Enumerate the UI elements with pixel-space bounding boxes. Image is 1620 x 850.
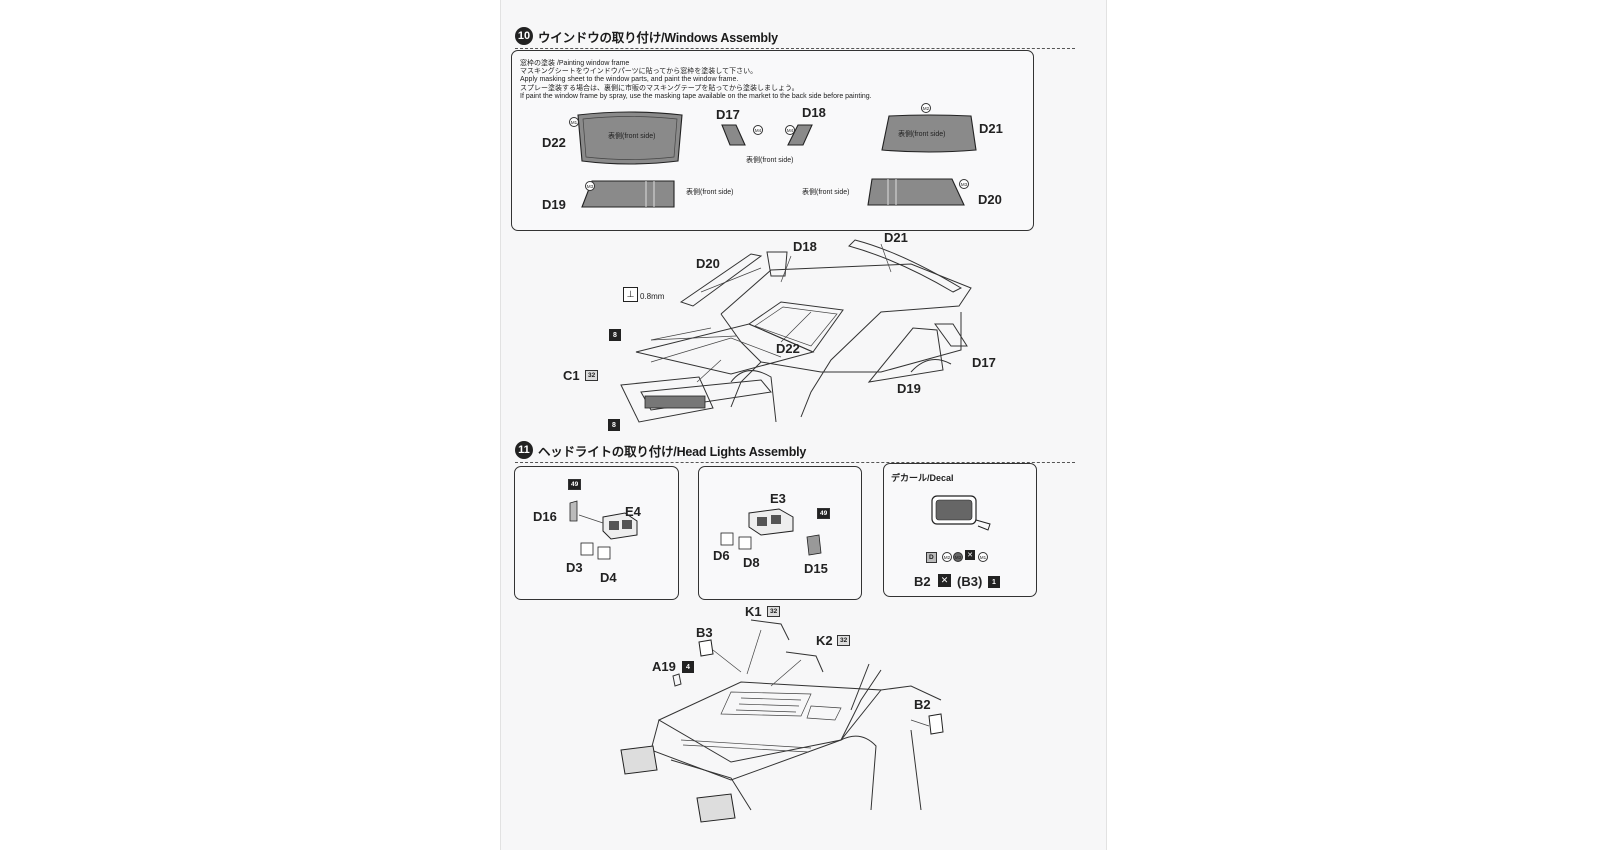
glue-tag-lower: 8 [608, 419, 620, 431]
d22-windshield-drawing [577, 111, 683, 165]
d17-small-window-drawing [721, 124, 746, 146]
step-number-11: 11 [515, 441, 533, 459]
section-10-header: 10 ウインドウの取り付け/Windows Assembly [515, 24, 1075, 49]
d21-front-side-label: 表側(front side) [898, 131, 946, 138]
d17-circle-code: M4 [753, 125, 763, 135]
label-k1: K1 [745, 604, 762, 619]
d16-paint-code: 49 [568, 479, 582, 490]
d18-circle-code: M4 [785, 125, 795, 135]
a19-paint-tag: 4 [682, 661, 694, 673]
body-label-d20: D20 [696, 256, 720, 271]
label-d20: D20 [978, 192, 1002, 207]
d19-front-side-label: 表側(front side) [686, 189, 734, 196]
label-e4: E4 [625, 504, 641, 519]
decal-x-icon: ✕ [965, 550, 975, 560]
decal-code-m1: M1 [978, 552, 988, 562]
drill-icon: ⊥ [623, 287, 638, 302]
window-frame-paint-box: 窓枠の塗装 /Painting window frame マスキングシートをウイ… [511, 50, 1034, 231]
label-d21: D21 [979, 121, 1003, 136]
label-a19: A19 [652, 659, 676, 674]
car-body-windows-drawing [620, 239, 972, 423]
d20-circle-code: M3 [959, 179, 969, 189]
headlight-right-parts-drawing [720, 508, 822, 556]
note-line-3: Apply masking sheet to the window parts,… [520, 76, 739, 84]
decal-code-d: D [926, 552, 937, 563]
d21-rear-window-drawing [881, 114, 977, 153]
label-d15: D15 [804, 561, 828, 576]
decal-label-b2: B2 [914, 574, 931, 589]
section-11-header: 11 ヘッドライトの取り付け/Head Lights Assembly [515, 438, 1075, 463]
label-k2: K2 [816, 633, 833, 648]
painting-notes: 窓枠の塗装 /Painting window frame マスキングシートをウイ… [520, 60, 872, 101]
d19-side-window-drawing [581, 180, 675, 208]
label-d4: D4 [600, 570, 617, 585]
headlight-left-parts-drawing [569, 500, 638, 560]
body-label-d19: D19 [897, 381, 921, 396]
d22-front-side-label: 表側(front side) [608, 133, 656, 140]
decal-title: デカール/Decal [891, 473, 954, 483]
decal-code-m2: M2 [942, 552, 952, 562]
body-label-d18: D18 [793, 239, 817, 254]
d19-circle-code: M3 [585, 181, 595, 191]
d18-small-window-drawing [787, 124, 813, 146]
d17-d18-front-side-label: 表側(front side) [746, 157, 794, 164]
k1-paint-code: 32 [767, 606, 781, 617]
note-line-5: If paint the window frame by spray, use … [520, 92, 872, 100]
car-front-assembly-drawing [620, 619, 944, 823]
label-d19: D19 [542, 197, 566, 212]
decal-label-b3: (B3) [957, 574, 983, 589]
label-b3: B3 [696, 625, 713, 640]
label-d17: D17 [716, 107, 740, 122]
d20-front-side-label: 表側(front side) [802, 189, 850, 196]
label-d6: D6 [713, 548, 730, 563]
note-line-2: マスキングシートをウインドウパーツに貼ってから窓枠を塗装して下さい。 [520, 68, 758, 76]
body-label-d22: D22 [776, 341, 800, 356]
section-10-title: ウインドウの取り付け/Windows Assembly [538, 30, 778, 45]
decal-box: デカール/Decal D M2 M3 ✕ M1 B2 ✕ (B3) 1 [883, 463, 1037, 597]
note-line-4: スプレー塗装する場合は、裏側に市販のマスキングテープを貼ってから塗装しましょう。 [520, 84, 799, 92]
section-11-title: ヘッドライトの取り付け/Head Lights Assembly [538, 444, 807, 459]
k2-paint-code: 32 [837, 635, 851, 646]
label-e3: E3 [770, 491, 786, 506]
mirror-decal-drawing [931, 495, 991, 531]
instruction-sheet: 10 ウインドウの取り付け/Windows Assembly 窓枠の塗装 /Pa… [500, 0, 1107, 850]
c1-paint-code: 32 [585, 370, 599, 381]
label-d18: D18 [802, 105, 826, 120]
label-d3: D3 [566, 560, 583, 575]
decal-one-tag: 1 [988, 576, 1000, 588]
glue-tag-upper: 8 [609, 329, 621, 341]
label-b2: B2 [914, 697, 931, 712]
label-d16: D16 [533, 509, 557, 524]
d21-circle-code: M2 [921, 103, 931, 113]
headlight-box-left: 49 D16 E4 D3 D4 [514, 466, 679, 600]
body-label-d21: D21 [884, 230, 908, 245]
body-label-d17: D17 [972, 355, 996, 370]
label-d22: D22 [542, 135, 566, 150]
d22-circle-code: M1 [569, 117, 579, 127]
label-d8: D8 [743, 555, 760, 570]
step-number-10: 10 [515, 27, 533, 45]
decal-code-m3: M3 [953, 552, 963, 562]
d15-paint-code: 49 [817, 508, 831, 519]
headlight-box-right: E3 49 D6 D8 D15 [698, 466, 862, 600]
label-c1: C1 [563, 368, 580, 383]
decal-assemble-icon: ✕ [938, 574, 951, 587]
note-line-1: 窓枠の塗装 /Painting window frame [520, 60, 630, 67]
drill-size-label: 0.8mm [640, 292, 665, 301]
d20-side-window-drawing [867, 178, 965, 206]
